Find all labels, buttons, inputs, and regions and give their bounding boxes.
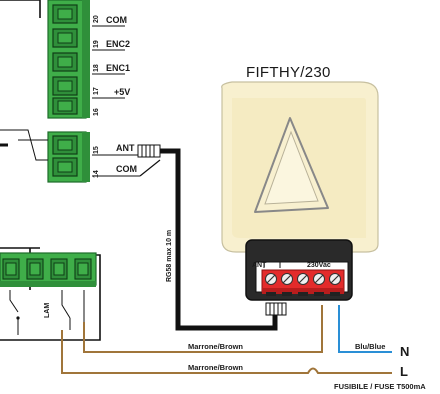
terminal-number-17: 17 xyxy=(93,87,100,95)
lamp-terminal-screw-4 xyxy=(74,258,92,280)
terminal-label-14: COM xyxy=(116,164,137,174)
terminal-screw-14 xyxy=(52,157,78,177)
coax-connector-board xyxy=(137,144,161,158)
antenna-terminal-block xyxy=(47,131,140,183)
coax-shield-wire xyxy=(139,159,161,177)
terminal-screw-15 xyxy=(52,135,78,155)
terminal-number-18: 18 xyxy=(93,64,100,72)
lamp-output-terminal-block xyxy=(0,252,97,287)
red-terminal-screw-1 xyxy=(265,273,277,285)
terminal-screw-19 xyxy=(52,28,78,48)
terminal-label-19: ENC2 xyxy=(106,39,131,49)
terminal-number-20: 20 xyxy=(93,15,100,23)
blue-wire xyxy=(338,305,392,353)
terminal-number-16: 16 xyxy=(93,108,100,116)
terminal-label-20: COM xyxy=(106,15,127,25)
red-terminal-screw-5 xyxy=(329,273,341,285)
terminal-label-17: +5V xyxy=(114,87,131,97)
terminal-number-15: 15 xyxy=(93,146,100,154)
board-antenna-trace xyxy=(0,129,48,161)
terminal-number-14: 14 xyxy=(93,170,100,178)
red-terminal-screw-3 xyxy=(297,273,309,285)
coax-cable-label: RG58 max 10 m xyxy=(166,229,173,282)
brown-wire-1 xyxy=(83,305,323,353)
control-board-outline xyxy=(0,0,101,341)
brown-wire-label-2: Marrone/Brown xyxy=(188,363,244,372)
terminal-label-18: ENC1 xyxy=(106,63,131,73)
terminal-label-15: ANT xyxy=(116,143,135,153)
flashing-lamp xyxy=(221,81,379,253)
lamp-connection-box xyxy=(245,239,353,301)
triangle-lens-inner xyxy=(264,130,319,205)
terminal-screw-16 xyxy=(52,97,78,115)
lamp-voltage-label: 230Vac xyxy=(307,262,331,269)
lamp-terminal-screw-2 xyxy=(26,258,44,280)
lamp-terminal-screw-3 xyxy=(50,258,68,280)
terminal-screw-20 xyxy=(52,4,78,24)
fuse-label: FUSIBILE / FUSE T500mA xyxy=(334,382,426,391)
relay-contact-dot xyxy=(16,316,20,320)
line-label: L xyxy=(400,364,408,379)
terminal-screw-17 xyxy=(52,76,78,96)
device-title: FIFTHY/230 xyxy=(246,64,331,81)
coax-connector-lamp xyxy=(265,302,287,316)
red-terminal-screw-4 xyxy=(313,273,325,285)
brown-wire-2 xyxy=(61,330,392,374)
neutral-label: N xyxy=(400,344,410,359)
blue-wire-label: Blu/Blue xyxy=(355,342,386,351)
lamp-terminal-screw-1 xyxy=(2,258,20,280)
lamp-ant-label: ANT xyxy=(252,262,267,269)
coax-cable xyxy=(160,148,278,331)
relay-contact-symbols xyxy=(9,290,85,335)
terminal-screw-18 xyxy=(52,52,78,72)
upper-terminal-block xyxy=(47,0,125,119)
terminal-number-19: 19 xyxy=(93,40,100,48)
ant-jumper xyxy=(263,261,281,268)
red-terminal-screw-2 xyxy=(281,273,293,285)
brown-wire-label-1: Marrone/Brown xyxy=(188,342,244,351)
lam-label: LAM xyxy=(44,302,51,318)
